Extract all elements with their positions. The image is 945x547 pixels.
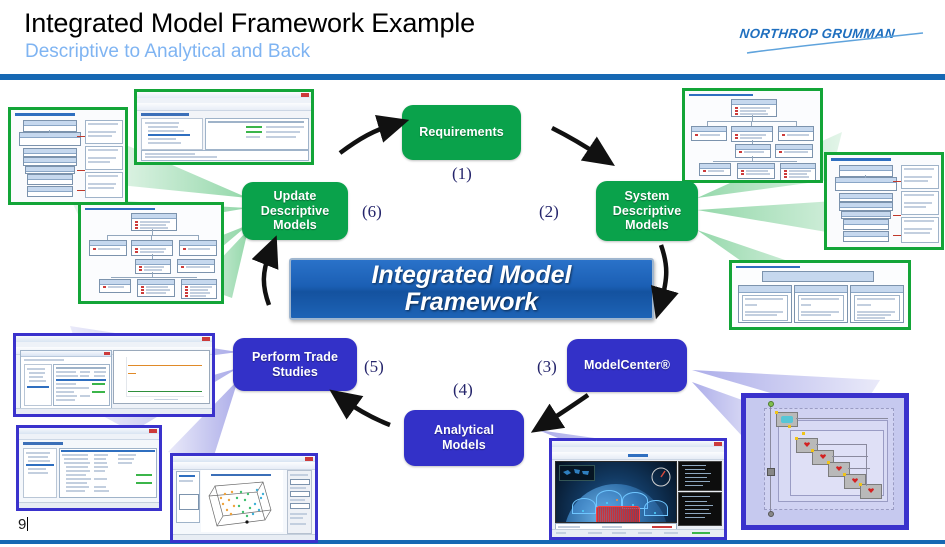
node-system-descriptive[interactable]: System Descriptive Models [596,181,698,241]
thumbnail-sysml-requirements-doc[interactable] [729,260,911,330]
step-label-5: (5) [364,357,384,376]
node-update-descriptive-label: Update Descriptive Models [260,188,330,233]
arrow-trade-to-update [251,235,279,306]
thumbnail-sysml-requirements-table[interactable] [134,89,314,165]
thumbnail-trade-study-plot[interactable] [13,333,215,417]
step-label-4: (4) [453,380,473,399]
node-requirements[interactable]: Requirements [402,105,521,160]
footer-divider [0,540,945,544]
thumbnail-sysml-activity-diagram-b[interactable] [824,152,944,250]
page-number: 9 [18,516,29,533]
node-system-descriptive-label: System Descriptive Models [612,188,682,233]
page-subtitle: Descriptive to Analytical and Back [25,41,311,62]
banner-line-1: Integrated Model [371,261,572,289]
node-perform-trade[interactable]: Perform Trade Studies [233,338,357,391]
step-label-6: (6) [362,202,382,221]
arrow-update-to-requirements [338,114,410,155]
banner-text: Integrated Model Framework [371,262,571,316]
arrow-system-to-modelcenter [650,244,679,320]
arrow-modelcenter-to-analytical [530,393,590,433]
thumbnail-trade-study-table[interactable] [16,425,162,511]
integrated-model-framework-banner[interactable]: Integrated Model Framework [289,258,654,320]
thumbnail-stk-globe-scenario[interactable] [549,438,727,540]
arrow-requirements-to-system [550,125,615,166]
page-number-value: 9 [18,516,27,533]
thumbnail-sysml-block-diagram-a[interactable] [78,202,224,304]
header-divider [0,74,945,80]
node-analytical-models-label: Analytical Models [433,423,495,452]
node-modelcenter-label: ModelCenter® [583,358,671,373]
thumbnail-sysml-activity-diagram-a[interactable] [8,107,128,205]
arrow-analytical-to-trade [329,389,391,428]
northrop-grumman-logo: NORTHROP GRUMMAN [737,22,925,56]
banner-line-2: Framework [404,288,539,316]
node-requirements-label: Requirements [419,125,504,140]
node-perform-trade-label: Perform Trade Studies [251,349,339,379]
node-modelcenter[interactable]: ModelCenter® [567,339,687,392]
step-label-3: (3) [537,357,557,376]
page-title: Integrated Model Framework Example [24,8,475,38]
thumbnail-trade-space-scatter[interactable] [170,453,318,543]
node-update-descriptive[interactable]: Update Descriptive Models [242,182,348,240]
step-label-2: (2) [539,202,559,221]
node-analytical-models[interactable]: Analytical Models [404,410,524,466]
thumbnail-sysml-block-diagram-b[interactable] [682,88,823,183]
step-label-1: (1) [452,164,472,183]
text-caret [27,517,29,531]
thumbnail-modelcenter-workflow[interactable] [741,393,909,530]
integrated-model-framework-diagram: Requirements (1) System Descriptive Mode… [0,80,945,543]
svg-text:NORTHROP GRUMMAN: NORTHROP GRUMMAN [739,26,896,41]
